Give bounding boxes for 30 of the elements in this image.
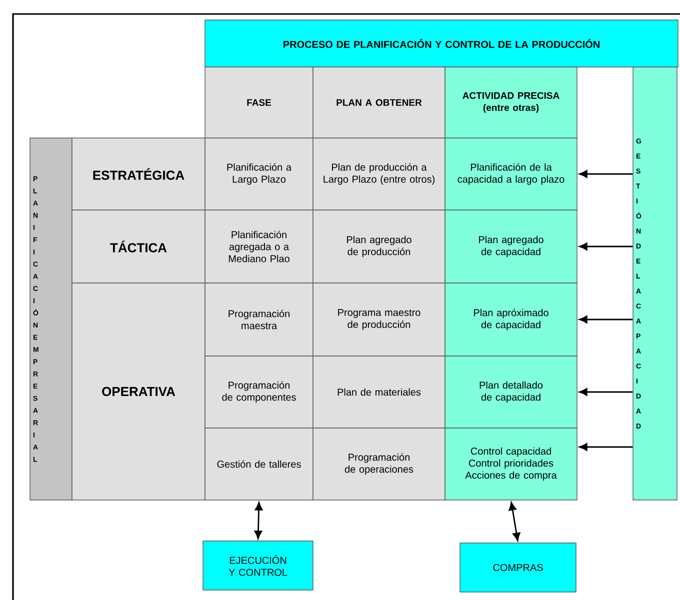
level-cell: TÁCTICA: [72, 210, 206, 284]
arrow: [579, 242, 633, 250]
activity-cell: Plan agregado de capacidad: [444, 210, 578, 284]
table-cell: Plan de materiales: [312, 356, 446, 428]
activity-cell: Planificación de la capacidad a largo plazo: [444, 138, 578, 210]
arrow: [254, 502, 263, 539]
arrow: [579, 443, 633, 451]
process-box: EJECUCIÓN Y CONTROL: [202, 540, 314, 590]
title-box: PROCESO DE PLANIFICACIÓN Y CONTROL DE LA PRODUCCIÓN: [204, 20, 678, 68]
activity-cell: Control capacidad Control prioridades Acciones de compra: [444, 428, 578, 500]
table-cell: Plan de producción a Largo Plazo (entre otros): [312, 138, 446, 210]
header-cell: FASE: [204, 66, 314, 138]
arrow: [508, 502, 520, 541]
arrow: [579, 388, 633, 396]
arrow: [579, 170, 633, 178]
table-cell: Programación de componentes: [204, 356, 314, 428]
table-cell: Programación maestra: [204, 282, 314, 356]
activity-cell: Plan detallado de capacidad: [444, 356, 578, 428]
arrow: [579, 316, 633, 324]
table-cell: Plan agregado de producción: [312, 210, 446, 284]
header-cell: ACTIVIDAD PRECISA (entre otras): [444, 66, 578, 138]
header-cell: PLAN A OBTENER: [312, 66, 446, 138]
activity-cell: Plan apróximado de capacidad: [444, 282, 578, 356]
level-cell: ESTRATÉGICA: [72, 138, 206, 210]
table-cell: Programación de operaciones: [312, 428, 446, 500]
table-cell: Planificación agregada o a Mediano Plao: [204, 210, 314, 284]
table-cell: Programa maestro de producción: [312, 282, 446, 356]
table-cell: Planificación a Largo Plazo: [204, 138, 314, 210]
table-cell: Gestión de talleres: [204, 428, 314, 500]
process-box: COMPRAS: [460, 542, 576, 592]
